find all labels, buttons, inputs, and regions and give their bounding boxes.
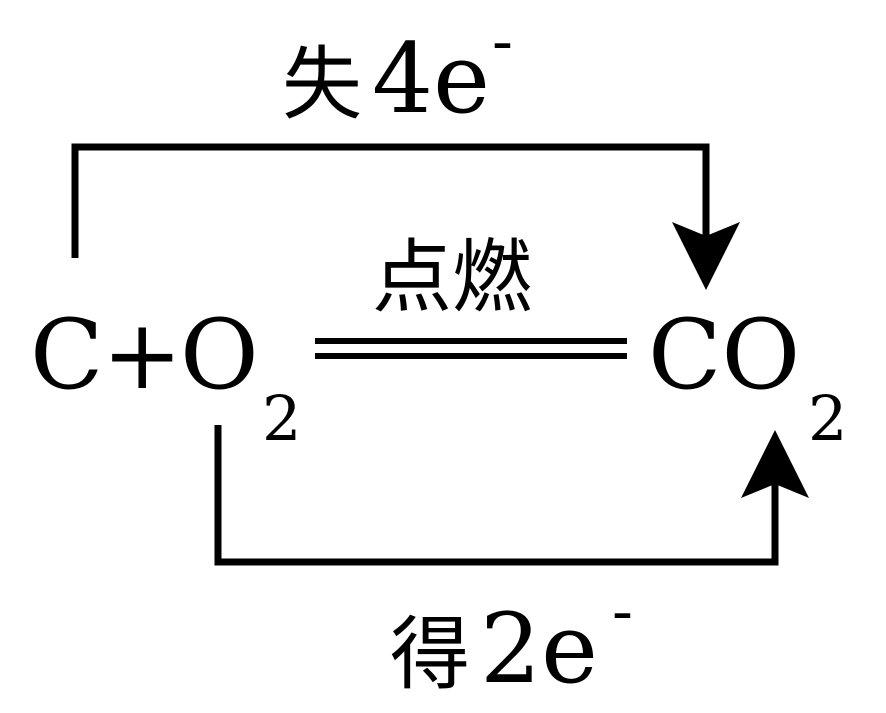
product-subscript: 2 [808,382,847,455]
product-co: CO [648,299,800,411]
gain-char: 得 [390,608,470,701]
loss-char: 失 [282,38,362,131]
electron-loss-arrow-line [71,143,710,258]
reaction-condition: 点燃 [372,231,532,324]
loss-count: 4e [372,23,490,135]
gain-count: 2e [480,593,598,705]
electron-gain-arrowhead [741,430,809,498]
gain-charge: - [612,574,633,647]
electron-gain-arrow-line [214,425,779,566]
plus-sign: + [102,299,182,411]
reactant-oxygen-subscript: 2 [262,382,301,455]
reactant-carbon: C [30,299,103,411]
reactant-oxygen: O [180,299,259,411]
loss-charge: - [492,4,513,77]
electron-loss-arrowhead [672,222,740,290]
